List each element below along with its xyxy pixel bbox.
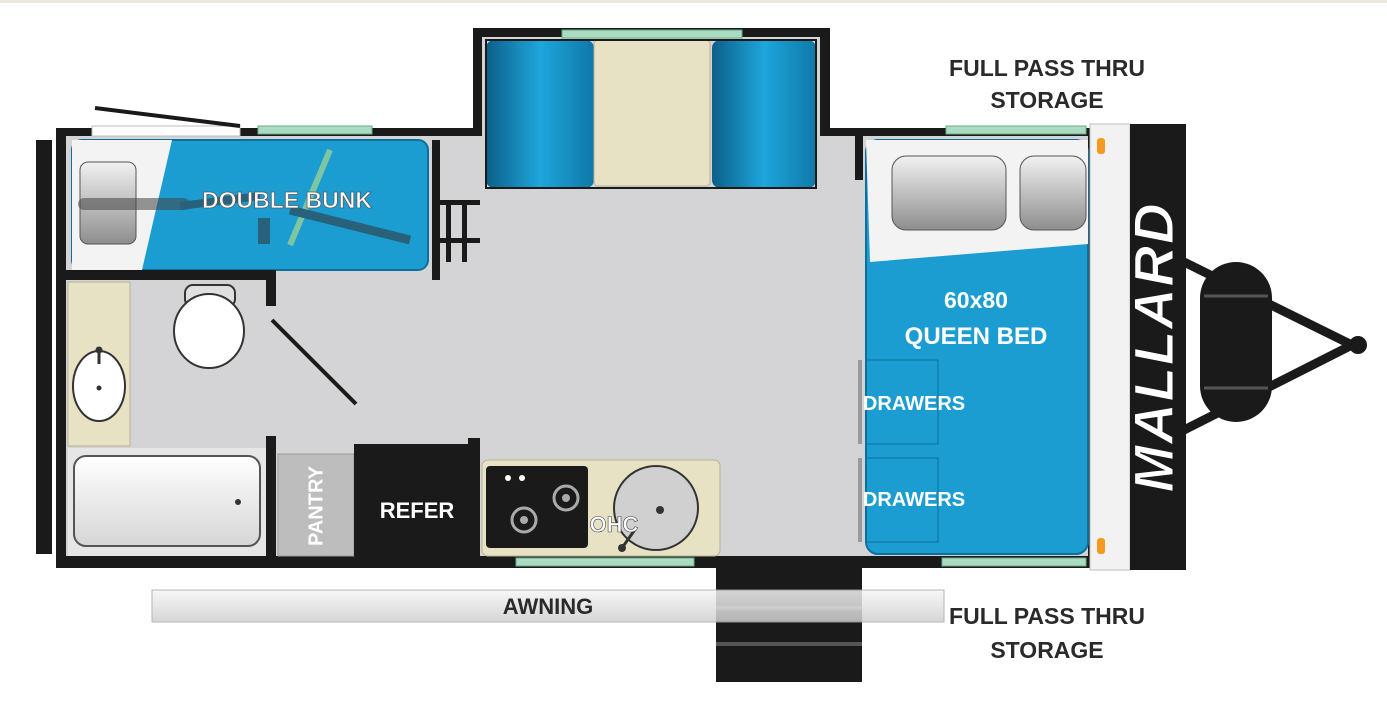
bed-size-label: 60x80: [944, 287, 1008, 313]
bathtub-icon: [73, 455, 261, 547]
double-bunk-label: DOUBLE BUNK: [202, 187, 372, 213]
storage-top-line1: FULL PASS THRU: [949, 55, 1145, 81]
toilet-icon: [173, 284, 245, 369]
pillow-icon: [1019, 155, 1087, 231]
drawers-label-2: DRAWERS: [863, 489, 965, 511]
pillow-icon: [891, 155, 1007, 231]
marker-light-icon: [1097, 138, 1105, 154]
bunk-ladder-sketch: [78, 148, 412, 247]
kitchen-sink-icon: [613, 465, 699, 551]
storage-top-line2: STORAGE: [990, 87, 1103, 113]
entry-steps: [716, 568, 862, 682]
storage-bottom-line2: STORAGE: [990, 637, 1103, 663]
ohc-label: OHC: [590, 512, 639, 537]
drawers-label-1: DRAWERS: [863, 393, 965, 415]
awning-label: AWNING: [503, 594, 593, 619]
front-cap: MALLARD: [1089, 123, 1186, 571]
storage-bottom-line1: FULL PASS THRU: [949, 603, 1145, 629]
hitch-tongue: [1181, 257, 1367, 435]
propane-tank-icon: [1200, 262, 1272, 422]
rear-door: [91, 106, 241, 137]
refrigerator: [354, 444, 480, 556]
dinette: [485, 39, 817, 189]
windows: [257, 29, 1087, 567]
bedroom: 60x80 QUEEN BED DRAWERS DRAWERS: [855, 136, 1089, 555]
storage-labels: FULL PASS THRU STORAGE FULL PASS THRU ST…: [949, 55, 1145, 663]
refer-label: REFER: [380, 498, 455, 523]
bed-name-label: QUEEN BED: [905, 323, 1048, 350]
bunk-ladder: [432, 140, 480, 280]
dinette-table: [593, 39, 711, 187]
double-bunk: DOUBLE BUNK: [71, 139, 429, 271]
bathroom: [66, 270, 358, 560]
marker-light-icon: [1097, 538, 1105, 554]
awning: AWNING: [151, 589, 945, 623]
pantry-label: PANTRY: [305, 465, 327, 546]
brand-logo: MALLARD: [1122, 202, 1185, 493]
kitchen: PANTRY REFER OHC: [277, 438, 721, 557]
